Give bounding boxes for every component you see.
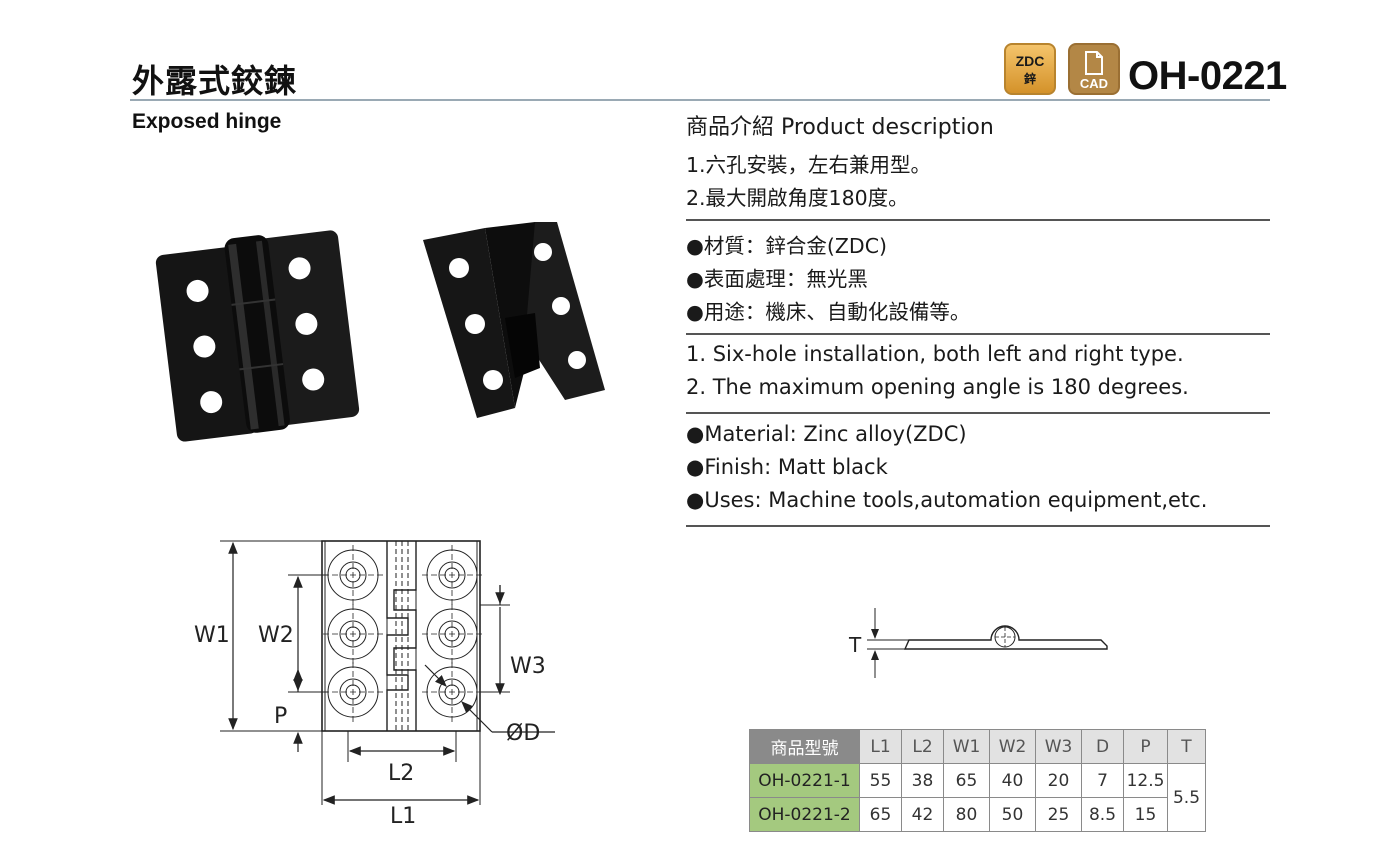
header-d: D: [1081, 729, 1124, 764]
cell-d: 8.5: [1081, 797, 1124, 832]
divider: [686, 219, 1270, 221]
cell-l1: 55: [859, 763, 902, 798]
cell-w1: 80: [943, 797, 990, 832]
header-t: T: [1167, 729, 1206, 764]
table-header-row: 商品型號 L1 L2 W1 W2 W3 D P T: [749, 729, 1206, 764]
header-divider: [130, 99, 1270, 101]
en-point-1: 1. Six-hole installation, both left and …: [686, 342, 1184, 366]
cn-spec-finish: ●表面處理：無光黑: [686, 267, 868, 291]
divider: [686, 525, 1270, 527]
cell-w2: 40: [989, 763, 1036, 798]
description-heading: 商品介紹 Product description: [686, 115, 994, 140]
cell-l1: 65: [859, 797, 902, 832]
dim-label-w1: W1: [194, 623, 230, 648]
divider: [686, 412, 1270, 414]
page-subtitle: Exposed hinge: [132, 110, 282, 133]
model-number: OH-0221: [1128, 54, 1287, 98]
en-spec-material: ●Material: Zinc alloy(ZDC): [686, 422, 967, 446]
cn-point-2: 2.最大開啟角度180度。: [686, 186, 909, 210]
table-row: OH-0221-1 55 38 65 40 20 7 12.5 5.5: [749, 763, 1206, 832]
dim-label-p: P: [274, 704, 287, 729]
cn-spec-material: ●材質：鋅合金(ZDC): [686, 234, 888, 258]
en-point-2: 2. The maximum opening angle is 180 degr…: [686, 375, 1189, 399]
front-view-drawing: W1 W2 W3 P ØD L2 L1: [194, 540, 555, 829]
file-icon: [1085, 51, 1103, 75]
header-model: 商品型號: [749, 729, 860, 764]
zdc-material-badge: ZDC 鋅: [1004, 43, 1056, 95]
dim-label-w2: W2: [258, 623, 294, 648]
spec-table: 商品型號 L1 L2 W1 W2 W3 D P T OH-0221-1 55 3…: [749, 729, 1206, 832]
cell-model: OH-0221-2: [749, 797, 860, 832]
dim-label-l2: L2: [388, 761, 414, 786]
cell-w3: 25: [1035, 797, 1082, 832]
cell-w2: 50: [989, 797, 1036, 832]
cn-point-1: 1.六孔安裝，左右兼用型。: [686, 153, 932, 177]
zdc-badge-label: ZDC: [1015, 53, 1045, 69]
page-title: 外露式鉸鍊: [132, 62, 298, 100]
header-p: P: [1123, 729, 1168, 764]
cell-l2: 42: [901, 797, 944, 832]
header-w3: W3: [1035, 729, 1082, 764]
hinge-photo-front: [155, 230, 360, 442]
zdc-badge-sublabel: 鋅: [1023, 72, 1036, 86]
hinge-photo-angled: [423, 222, 605, 418]
cell-w3: 20: [1035, 763, 1082, 798]
cell-l2: 38: [901, 763, 944, 798]
cell-p: 15: [1123, 797, 1168, 832]
dim-label-d: ØD: [506, 721, 540, 746]
cell-t: 5.5: [1167, 763, 1206, 832]
header-w1: W1: [943, 729, 990, 764]
en-spec-finish: ●Finish: Matt black: [686, 455, 888, 479]
header-l2: L2: [901, 729, 944, 764]
dim-label-l1: L1: [390, 804, 416, 829]
side-view-drawing: T: [848, 608, 1108, 678]
en-spec-uses: ●Uses: Machine tools,automation equipmen…: [686, 488, 1208, 512]
divider: [686, 333, 1270, 335]
cn-spec-uses: ●用途：機床、自動化設備等。: [686, 300, 971, 324]
cell-d: 7: [1081, 763, 1124, 798]
header-l1: L1: [859, 729, 902, 764]
cell-p: 12.5: [1123, 763, 1168, 798]
header-w2: W2: [989, 729, 1036, 764]
dim-label-w3: W3: [510, 654, 546, 679]
table-row: OH-0221-2 65 42 80 50 25 8.5 15: [749, 797, 1206, 832]
cad-badge-label: CAD: [1079, 76, 1109, 91]
cell-w1: 65: [943, 763, 990, 798]
cad-download-button[interactable]: CAD: [1068, 43, 1120, 95]
dim-label-t: T: [848, 633, 862, 657]
cell-model: OH-0221-1: [749, 763, 860, 798]
